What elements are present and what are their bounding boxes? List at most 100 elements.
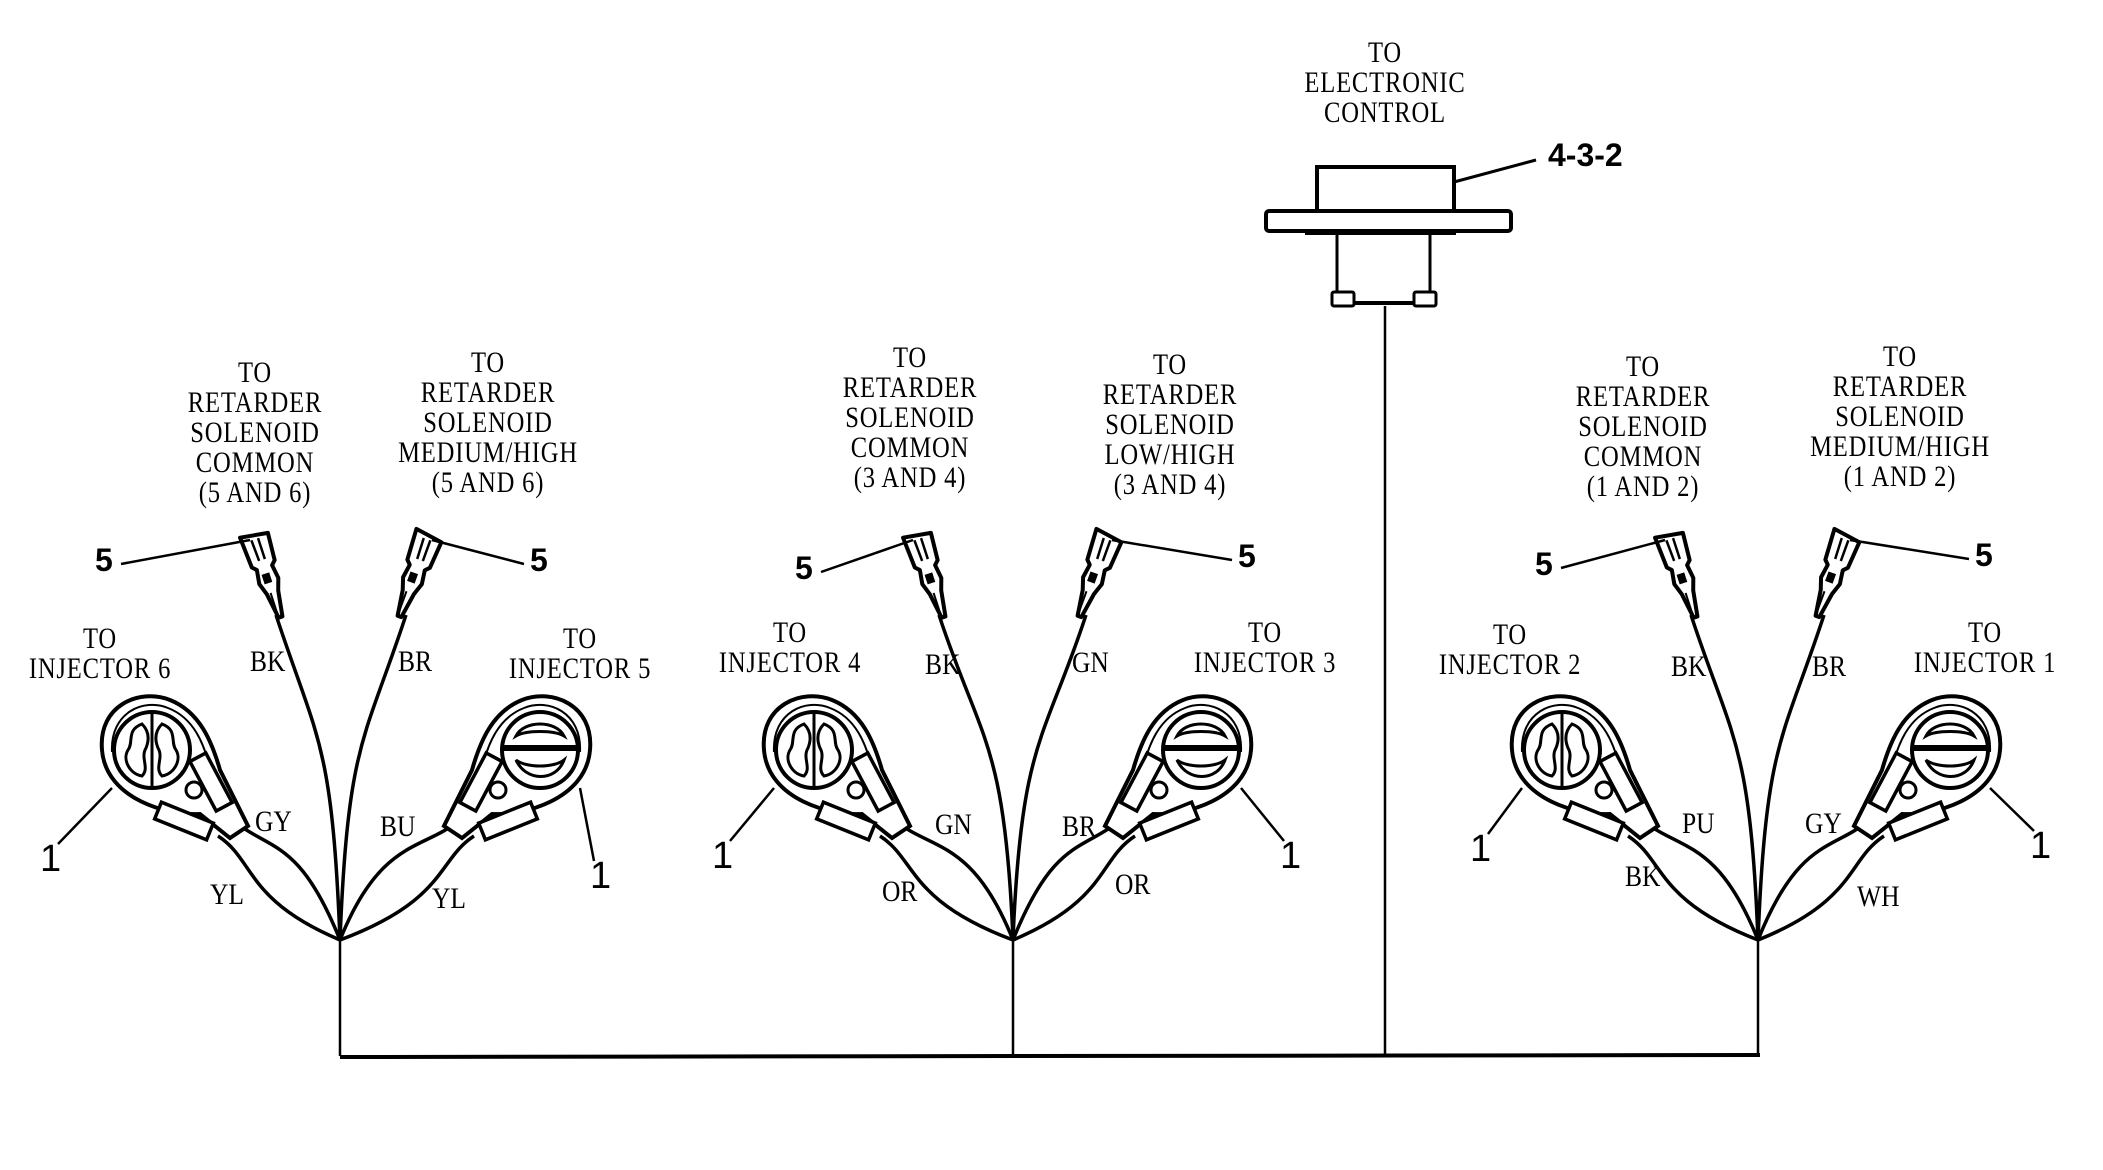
label-line: TO: [1367, 36, 1402, 69]
label-line: TO: [237, 356, 272, 389]
electronic-control-connector-icon: [1264, 165, 1513, 308]
part-callout: 1: [712, 835, 734, 877]
group-injectors-1-2: [1486, 526, 2035, 1056]
retarder-solenoid-terminal-icon: [901, 527, 959, 624]
label-line: SOLENOID: [1578, 410, 1708, 443]
injector-wire-left-lower: [879, 834, 1014, 942]
label-line: SOLENOID: [1105, 408, 1235, 441]
part-callout: 5: [1975, 537, 1993, 573]
label-line: RETARDER: [187, 386, 323, 419]
injector-connector-icon: [1854, 696, 2000, 840]
retarder-solenoid-terminal-icon: [1802, 526, 1863, 624]
injector-wire-right-upper: [1756, 820, 1869, 941]
wire-color-label: GN: [935, 808, 972, 841]
label-line: TO: [562, 622, 597, 655]
part-callout-4-3-2: 4-3-2: [1548, 137, 1623, 173]
wire-color-label: GY: [1805, 807, 1842, 840]
label-line: LOW/HIGH: [1104, 438, 1236, 471]
callout-leader: [57, 787, 113, 845]
injector-connector-icon: [761, 694, 912, 842]
label-line: RETARDER: [420, 376, 556, 409]
label-line: MEDIUM/HIGH: [1810, 430, 1990, 463]
injector-connector-icon: [444, 696, 590, 840]
label-line: (3 AND 4): [853, 461, 967, 494]
electronic-control-label: TO ELECTRONIC CONTROL: [1295, 38, 1475, 128]
wire-color-label: GN: [1072, 646, 1109, 679]
label-line: COMMON: [850, 431, 970, 464]
label-line: TO: [1247, 616, 1282, 649]
label-line: MEDIUM/HIGH: [398, 436, 578, 469]
callout-leader-4-3-2: [1453, 158, 1537, 184]
injector-groups: [57, 526, 2035, 1056]
injector-wire-left-upper: [895, 820, 1015, 941]
label-line: COMMON: [195, 446, 315, 479]
injector-wire-left-upper: [1643, 820, 1760, 941]
solenoid-wire-right: [1011, 614, 1088, 941]
label-line: ELECTRONIC: [1304, 66, 1466, 99]
wire-color-label: BR: [398, 645, 433, 678]
label-line: TO: [1625, 350, 1660, 383]
label-line: SOLENOID: [423, 406, 553, 439]
part-callout: 5: [795, 550, 813, 586]
main-harness-trunk: [339, 1053, 1761, 1059]
label-line: INJECTOR 4: [718, 646, 862, 679]
part-callout: 5: [1535, 546, 1553, 582]
retarder-solenoid-terminal-icon: [1653, 527, 1711, 624]
wire-color-label: PU: [1682, 807, 1715, 840]
wire-color-label: YL: [432, 882, 466, 915]
label-line: TO: [772, 616, 807, 649]
injector-connector-icon: [1105, 696, 1251, 840]
wire-color-label: BK: [1625, 860, 1661, 893]
label-line: (1 AND 2): [1843, 460, 1957, 493]
callout-leader: [820, 538, 914, 574]
label-line: (1 AND 2): [1586, 470, 1700, 503]
part-callout: 5: [530, 542, 548, 578]
label-line: INJECTOR 6: [28, 652, 172, 685]
injector-wire-right-lower: [339, 834, 475, 942]
injector-wire-right-lower: [1012, 834, 1136, 942]
label-line: TO: [1967, 616, 2002, 649]
wire-color-label: BU: [380, 810, 416, 843]
wire-color-label: BR: [1062, 810, 1097, 843]
solenoid-wire-left: [937, 614, 1015, 941]
injector-connector-icon: [99, 694, 250, 842]
label-line: RETARDER: [842, 371, 978, 404]
group-injectors-3-4: [729, 526, 1285, 1056]
injector-wire-right-upper: [338, 820, 459, 941]
part-callout: 1: [2030, 825, 2052, 867]
label-line: INJECTOR 2: [1438, 648, 1582, 681]
label-line: RETARDER: [1832, 370, 1968, 403]
wire-color-label: WH: [1857, 880, 1900, 913]
wire-color-label: OR: [882, 875, 918, 908]
label-line: INJECTOR 3: [1193, 646, 1337, 679]
label-line: (3 AND 4): [1113, 468, 1227, 501]
callout-leader: [1849, 538, 1970, 561]
callout-leader: [1111, 538, 1233, 562]
callout-leader: [1486, 787, 1524, 835]
label-line: (5 AND 6): [431, 466, 545, 499]
label-line: SOLENOID: [190, 416, 320, 449]
part-callout: 1: [40, 838, 62, 880]
label-line: TO: [470, 346, 505, 379]
label-line: COMMON: [1583, 440, 1703, 473]
callout-leader: [578, 787, 596, 862]
callout-leader: [1240, 787, 1285, 842]
callout-leader: [120, 538, 251, 566]
part-callout: 1: [590, 855, 612, 897]
injector-wire-left-lower: [1627, 834, 1759, 942]
label-line: INJECTOR 5: [508, 652, 652, 685]
injector-wire-right-upper: [1011, 820, 1120, 941]
wire-color-label: GY: [255, 805, 292, 838]
label-line: TO: [892, 341, 927, 374]
part-callout: 5: [1238, 538, 1256, 574]
